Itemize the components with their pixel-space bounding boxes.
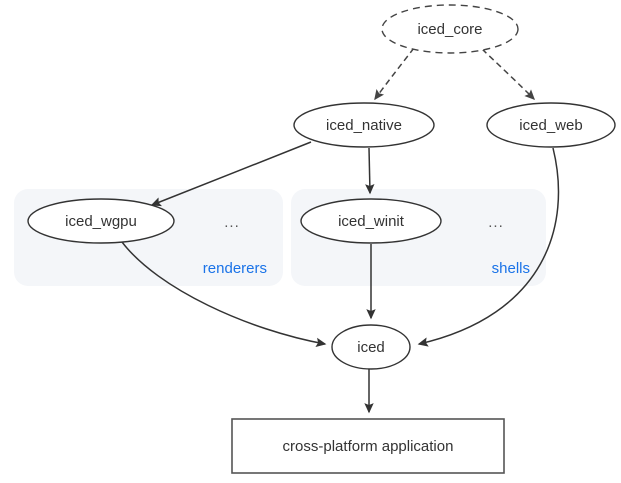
node-iced-native-shape[interactable] xyxy=(293,102,435,148)
node-iced-winit[interactable]: iced_winit xyxy=(300,198,442,244)
node-iced[interactable]: iced xyxy=(331,324,411,370)
node-iced-web[interactable]: iced_web xyxy=(486,102,616,148)
node-application[interactable]: cross-platform application xyxy=(231,418,505,474)
node-iced-wgpu[interactable]: iced_wgpu xyxy=(27,198,175,244)
group-renderers-more: ... xyxy=(224,214,240,231)
edge-iced-native-to-iced-winit xyxy=(365,147,375,195)
node-iced-winit-shape[interactable] xyxy=(300,198,442,244)
node-iced-shape[interactable] xyxy=(331,324,411,370)
group-shells-label: shells xyxy=(492,260,530,277)
node-iced-core-shape[interactable] xyxy=(381,4,519,54)
node-iced-wgpu-shape[interactable] xyxy=(27,198,175,244)
node-application-label: cross-platform application xyxy=(283,438,454,455)
node-application-shape[interactable] xyxy=(231,418,505,474)
edge-iced-core-to-iced-web xyxy=(481,48,535,100)
edge-iced-wgpu-to-iced xyxy=(121,241,327,348)
node-iced-native[interactable]: iced_native xyxy=(293,102,435,148)
edge-iced-native-to-iced-wgpu xyxy=(150,141,312,207)
edge-iced-core-to-iced-native xyxy=(374,47,415,101)
group-shells-more: ... xyxy=(488,214,504,231)
group-renderers-label: renderers xyxy=(203,260,267,277)
edge-iced-web-to-iced xyxy=(417,147,560,347)
edges-layer xyxy=(121,47,560,414)
node-iced-core[interactable]: iced_core xyxy=(381,4,519,54)
node-iced-web-shape[interactable] xyxy=(486,102,616,148)
